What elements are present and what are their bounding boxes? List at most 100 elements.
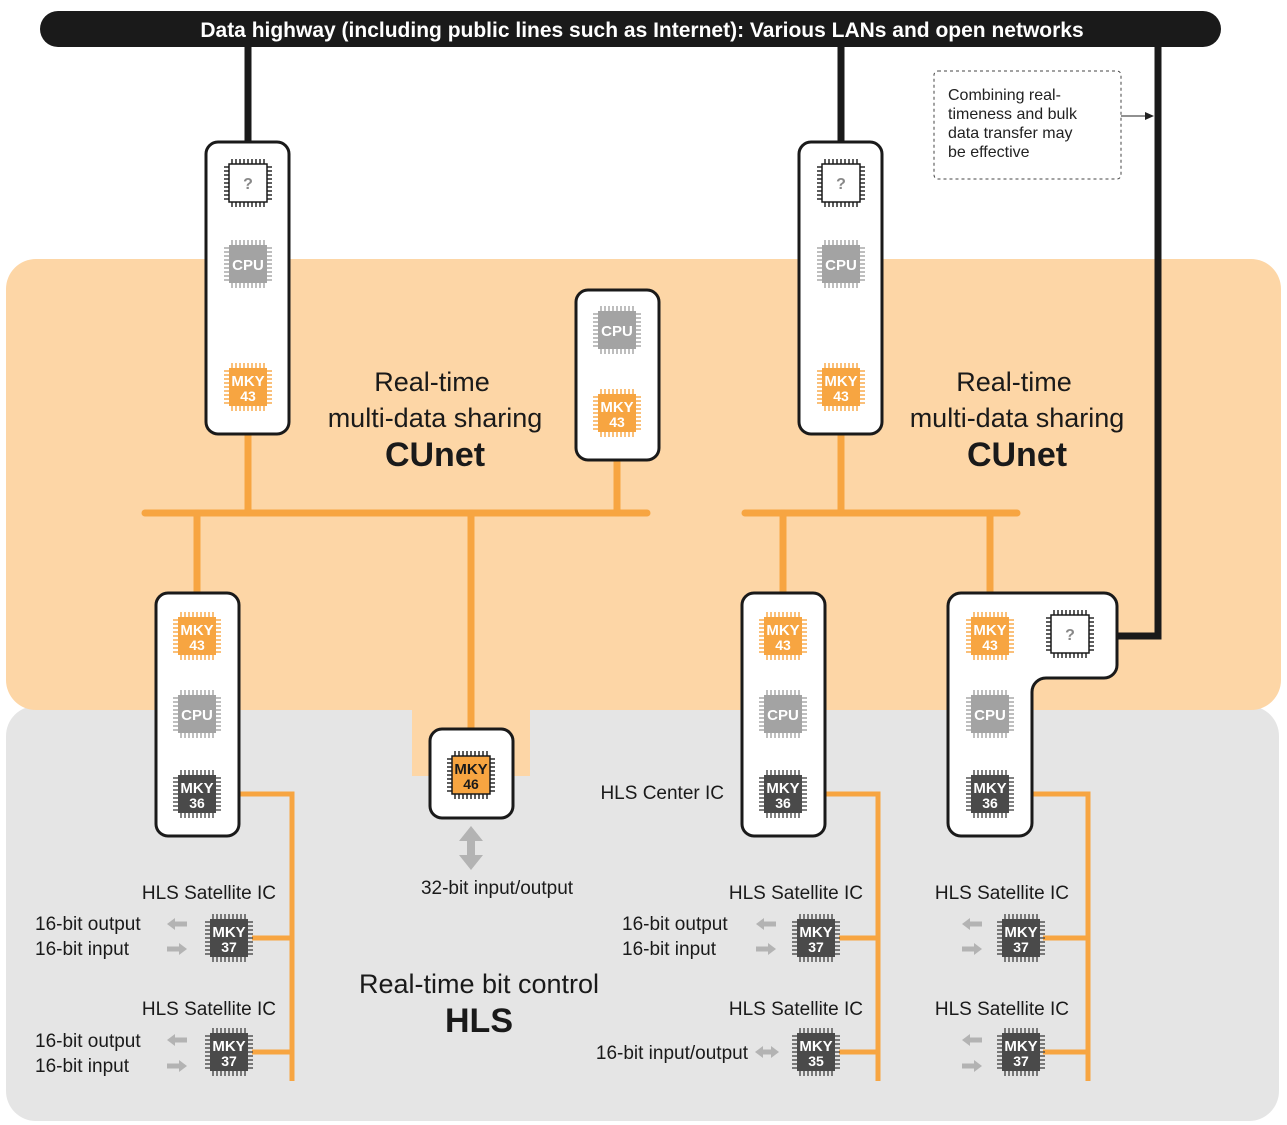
chip-label-line2: 36 bbox=[189, 795, 205, 811]
io-arrow-layer bbox=[167, 918, 982, 1072]
hls-line1: Real-time bit control bbox=[359, 969, 599, 999]
in16-label-left-1: 16-bit input bbox=[35, 939, 130, 960]
out16-label-left-2: 16-bit output bbox=[35, 1031, 141, 1052]
chip-pins bbox=[966, 770, 1014, 818]
chip-body bbox=[971, 617, 1009, 655]
chip-label-line2: 46 bbox=[463, 776, 479, 792]
chip-cpu-bottom-left: CPU bbox=[173, 690, 221, 738]
out16-label-left-1: 16-bit output bbox=[35, 914, 141, 935]
output-arrow-right-2 bbox=[962, 1034, 982, 1046]
cunet-bus-lines bbox=[141, 430, 1021, 732]
chip-label: ? bbox=[1065, 627, 1075, 644]
chip-label-line2: 36 bbox=[775, 795, 791, 811]
chip-body bbox=[1002, 1033, 1040, 1071]
in16-label-left-2: 16-bit input bbox=[35, 1056, 130, 1077]
input-arrow-right-1 bbox=[962, 943, 982, 955]
chip-pins bbox=[966, 612, 1014, 660]
chip-cpu-top-middle: CPU bbox=[593, 306, 641, 354]
chip-label-line2: 37 bbox=[1013, 939, 1029, 955]
chip-pins bbox=[224, 159, 272, 207]
chip-pins bbox=[593, 306, 641, 354]
output-arrow-left-2 bbox=[167, 1034, 187, 1046]
satellite-label-center-2: HLS Satellite IC bbox=[729, 999, 863, 1020]
satellite-label-left-2: HLS Satellite IC bbox=[142, 999, 276, 1020]
out16-label-center: 16-bit output bbox=[622, 914, 728, 935]
chip-unknown-bottom-right: ? bbox=[1046, 610, 1094, 658]
chip-body bbox=[178, 775, 216, 813]
chip-pins bbox=[447, 751, 495, 799]
chip-pins bbox=[173, 612, 221, 660]
chip-pins bbox=[224, 240, 272, 288]
cunet-left-line1: Real-time bbox=[374, 367, 490, 397]
input-arrow-center-1 bbox=[756, 943, 776, 955]
input-arrow-right-2 bbox=[962, 1060, 982, 1072]
chip-label-line1: MKY bbox=[1004, 1038, 1037, 1055]
chip-label-line1: MKY bbox=[454, 761, 487, 778]
io32-label: 32-bit input/output bbox=[421, 878, 574, 899]
chip-pins bbox=[792, 1028, 840, 1076]
chip-label-line1: MKY bbox=[824, 373, 857, 390]
center-ic-label: HLS Center IC bbox=[600, 783, 724, 804]
chip-body bbox=[764, 775, 802, 813]
chip-body bbox=[598, 311, 636, 349]
chip-label: CPU bbox=[974, 707, 1006, 724]
note-line-4: be effective bbox=[948, 144, 1030, 161]
chip-label-line2: 37 bbox=[221, 939, 237, 955]
chip-label-line1: MKY bbox=[180, 622, 213, 639]
cunet-right-name: CUnet bbox=[967, 436, 1067, 474]
chip-pins bbox=[817, 240, 865, 288]
note-line-3: data transfer may bbox=[948, 125, 1073, 142]
chip-label-line2: 37 bbox=[808, 939, 824, 955]
chip-pins bbox=[759, 612, 807, 660]
chip-pins bbox=[817, 363, 865, 411]
hls-bus-lines bbox=[238, 791, 1091, 1081]
hls-name: HLS bbox=[445, 1002, 513, 1040]
io32-double-arrow bbox=[459, 826, 483, 870]
chip-label: CPU bbox=[181, 707, 213, 724]
chip-pins bbox=[1046, 610, 1094, 658]
chip-label-line2: 43 bbox=[240, 388, 256, 404]
chip-body bbox=[821, 163, 861, 203]
chip-body bbox=[764, 617, 802, 655]
note-arrowhead bbox=[1145, 112, 1154, 120]
chip-body bbox=[797, 1033, 835, 1071]
chip-body bbox=[1050, 614, 1090, 654]
cunet-left-name: CUnet bbox=[385, 436, 485, 474]
chip-pins bbox=[792, 914, 840, 962]
highway-bar bbox=[40, 11, 1221, 47]
chip-label-line1: MKY bbox=[766, 622, 799, 639]
chip-label: CPU bbox=[767, 707, 799, 724]
chip-pins bbox=[759, 690, 807, 738]
output-arrow-left-1 bbox=[167, 918, 187, 930]
chip-label-line1: MKY bbox=[799, 1038, 832, 1055]
highway-lines bbox=[244, 40, 1162, 640]
note-box bbox=[933, 70, 1122, 180]
chip-pins bbox=[173, 770, 221, 818]
chip-label-line2: 37 bbox=[1013, 1053, 1029, 1069]
chip-body bbox=[797, 919, 835, 957]
chip-body bbox=[764, 695, 802, 733]
chip-cpu-top-right: CPU bbox=[817, 240, 865, 288]
chip-cpu-top-left: CPU bbox=[224, 240, 272, 288]
chip-label-line1: MKY bbox=[600, 399, 633, 416]
chip-pins bbox=[997, 1028, 1045, 1076]
satellite-label-right-2: HLS Satellite IC bbox=[935, 999, 1069, 1020]
chip-label: ? bbox=[836, 176, 846, 193]
chip-label-line2: 43 bbox=[833, 388, 849, 404]
output-arrow-center-1 bbox=[756, 918, 776, 930]
chip-pins bbox=[224, 363, 272, 411]
chip-label: ? bbox=[243, 176, 253, 193]
chip-body bbox=[1002, 919, 1040, 957]
chip-pins bbox=[759, 770, 807, 818]
chip-label-line1: MKY bbox=[799, 924, 832, 941]
chip-pins bbox=[966, 690, 1014, 738]
